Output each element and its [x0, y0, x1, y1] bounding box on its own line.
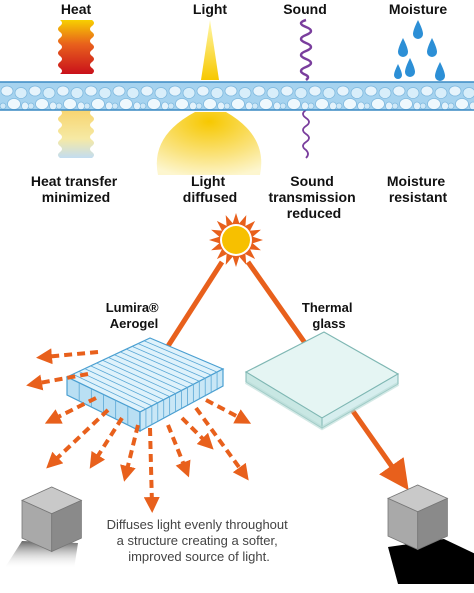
- label-aerogel-line2: Aerogel: [110, 316, 158, 331]
- label-glass-line1: Thermal: [302, 300, 353, 315]
- heat-gradient-icon: [58, 20, 94, 74]
- light-diffused-glow: [156, 112, 262, 175]
- label-heat-result-line1: Heat transfer: [31, 173, 118, 189]
- cube-icon: [387, 484, 474, 584]
- heat-reduced-icon: [58, 110, 94, 158]
- label-sound-result-line3: reduced: [287, 205, 341, 221]
- thermal-glass-panel: [244, 331, 400, 431]
- label-heat: Heat: [61, 1, 92, 17]
- label-sound-result-line2: transmission: [268, 189, 355, 205]
- label-moisture-result-line2: resistant: [389, 189, 448, 205]
- label-heat-result-line2: minimized: [42, 189, 110, 205]
- cube-icon: [4, 486, 83, 569]
- label-sound-result: Sound transmission reduced: [268, 173, 359, 221]
- label-sound: Sound: [283, 1, 327, 17]
- label-glass-panel: Thermal glass: [302, 300, 356, 331]
- label-moisture-result-line1: Moisture: [387, 173, 446, 189]
- sound-reduced-wave: [302, 109, 310, 159]
- label-sound-result-line1: Sound: [290, 173, 334, 189]
- label-aerogel-panel: Lumira® Aerogel: [106, 300, 163, 331]
- sun-icon: [209, 213, 263, 267]
- label-light-result-line2: diffused: [183, 189, 237, 205]
- caption-text: Diffuses light evenly throughout a struc…: [107, 517, 292, 564]
- caption-line1: Diffuses light evenly throughout: [107, 517, 289, 532]
- label-aerogel-line1: Lumira®: [106, 300, 159, 315]
- label-moisture-result: Moisture resistant: [387, 173, 449, 205]
- label-light-result: Light diffused: [183, 173, 237, 205]
- label-moisture: Moisture: [389, 1, 448, 17]
- label-light-result-line1: Light: [191, 173, 226, 189]
- label-heat-result: Heat transfer minimized: [31, 173, 121, 205]
- diffused-light-arrows: [26, 348, 252, 513]
- sound-wave-icon: [299, 18, 313, 81]
- light-beam-icon: [201, 20, 219, 80]
- caption-line2: a structure creating a softer,: [117, 533, 278, 548]
- label-glass-line2: glass: [312, 316, 345, 331]
- caption-line3: improved source of light.: [128, 549, 270, 564]
- label-light: Light: [193, 1, 228, 17]
- aerogel-panel: [65, 337, 225, 433]
- aerogel-band: [0, 81, 474, 111]
- water-drop-icon: [394, 20, 445, 81]
